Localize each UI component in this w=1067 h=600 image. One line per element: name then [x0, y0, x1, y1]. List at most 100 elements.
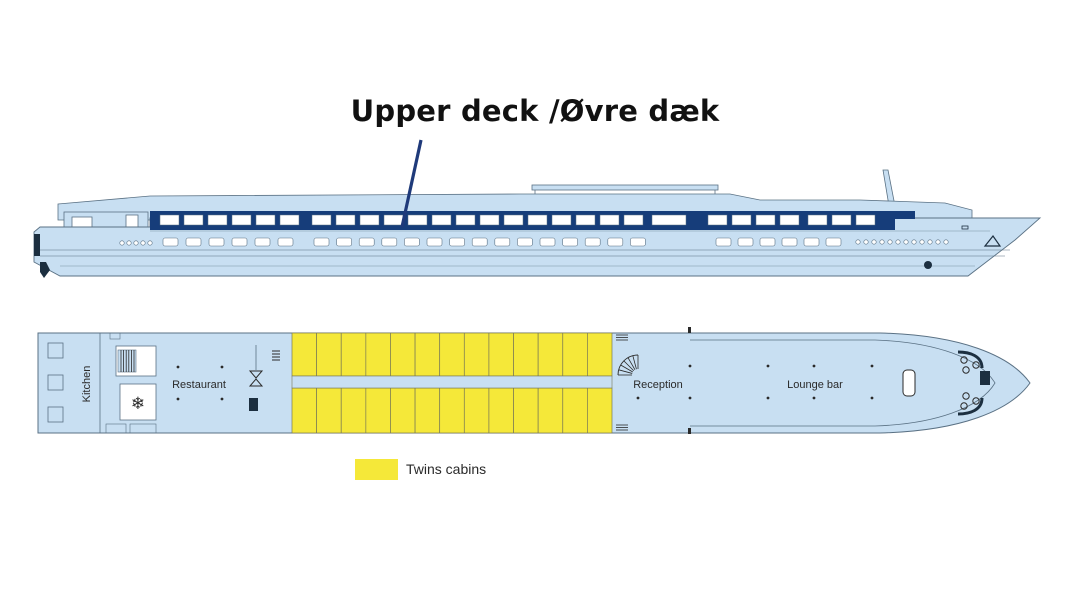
cabin [340, 387, 367, 434]
window [831, 214, 852, 226]
window [335, 214, 356, 226]
window [599, 214, 620, 226]
cabin [439, 332, 465, 377]
cabin [562, 387, 588, 434]
stair-step [620, 364, 634, 373]
vent-icon [272, 350, 280, 361]
seat [960, 402, 968, 410]
porthole [919, 239, 925, 245]
window [539, 237, 556, 247]
post [688, 327, 691, 333]
restaurant-columns [176, 365, 224, 401]
legend-swatch-twins [355, 459, 398, 480]
legend-label-twins: Twins cabins [406, 461, 486, 477]
window [855, 214, 876, 226]
bow-sofa [957, 397, 984, 416]
stair-step [632, 355, 637, 370]
window [208, 237, 225, 247]
side-vents [616, 327, 691, 434]
cabin [414, 332, 441, 377]
window [731, 214, 752, 226]
post [688, 428, 691, 434]
stair-arc [617, 354, 639, 376]
cold-storage [119, 383, 157, 421]
deck-title: Upper deck /Øvre dæk [350, 94, 720, 128]
window [551, 214, 572, 226]
bow-emblem [983, 234, 1002, 247]
bow-seating-icon [957, 350, 984, 416]
column-dot [220, 397, 224, 401]
cabin [390, 387, 416, 434]
cabin [390, 332, 416, 377]
porthole [879, 239, 885, 245]
rudder [40, 262, 50, 278]
service-hatch [249, 398, 258, 411]
main-deck-windows [162, 237, 842, 247]
window [279, 214, 300, 226]
porthole [911, 239, 917, 245]
window [277, 237, 294, 247]
cabin [439, 387, 465, 434]
window [825, 237, 842, 247]
cabin [340, 332, 367, 377]
column-dot [176, 365, 180, 369]
seat [962, 366, 970, 374]
window [623, 214, 644, 226]
window [231, 214, 252, 226]
kitchen-rack [120, 350, 135, 372]
label-reception: Reception [633, 379, 683, 391]
label-restaurant: Restaurant [172, 379, 226, 391]
twin-cabins [291, 332, 613, 434]
porthole [903, 239, 909, 245]
window [358, 237, 375, 247]
column-dot [870, 396, 874, 400]
window [479, 214, 500, 226]
seat [972, 397, 980, 405]
cabin [291, 387, 317, 434]
cabin [587, 387, 613, 434]
window [207, 214, 228, 226]
window [517, 237, 533, 247]
stair-step [618, 369, 633, 374]
upper-deck-windows [159, 214, 876, 226]
column-dot [766, 364, 770, 368]
porthole [887, 239, 893, 245]
window [630, 237, 646, 247]
window [255, 214, 276, 226]
portholes [119, 239, 949, 246]
seat [972, 361, 980, 369]
window [383, 214, 404, 226]
porthole [119, 240, 125, 246]
porthole [140, 240, 146, 246]
window [737, 237, 754, 247]
deck-pointer-line [400, 139, 423, 228]
bow-sofa [957, 350, 984, 369]
cabin [513, 332, 539, 377]
ship-side-view [33, 169, 1042, 278]
bar-counter [902, 369, 916, 397]
lounge-bar-outline [690, 339, 996, 427]
anchor-icon [924, 261, 932, 269]
porthole [935, 239, 941, 245]
column-dot [176, 397, 180, 401]
window [503, 214, 524, 226]
window [755, 214, 776, 226]
window [162, 237, 179, 247]
window [404, 237, 420, 247]
window [803, 237, 820, 247]
reception-columns [636, 364, 692, 400]
porthole [871, 239, 877, 245]
column-dot [812, 364, 816, 368]
window [707, 214, 728, 226]
window [431, 214, 452, 226]
cabin [587, 332, 613, 377]
window [575, 214, 596, 226]
window [311, 214, 332, 226]
cabin [463, 387, 490, 434]
window [231, 237, 248, 247]
stair-step [623, 360, 635, 372]
cabin [488, 332, 514, 377]
column-dot [812, 396, 816, 400]
window [494, 237, 511, 247]
